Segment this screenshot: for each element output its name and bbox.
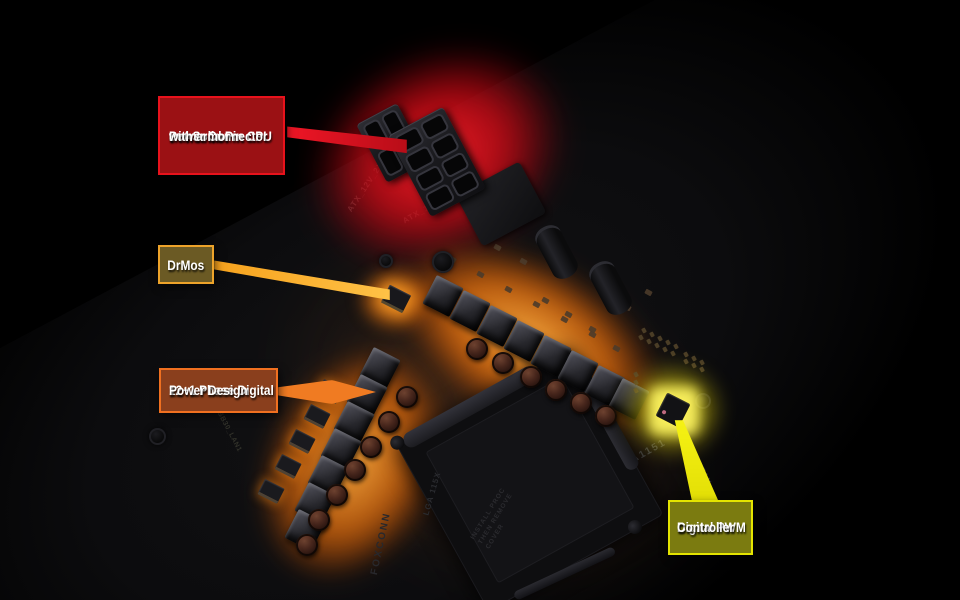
callout-drmos: DrMos (158, 245, 214, 284)
solid-capacitor (344, 459, 366, 481)
callout-text-line: Power Connector (169, 127, 268, 144)
solid-capacitor (308, 509, 330, 531)
pin-pad (691, 354, 697, 362)
solid-capacitor (378, 411, 400, 433)
solid-capacitor (466, 338, 488, 360)
solid-capacitor (570, 392, 592, 414)
pin-pad (670, 349, 676, 357)
pin-pad (673, 342, 679, 350)
solid-capacitor (360, 436, 382, 458)
mosfet-chip (303, 403, 331, 429)
smd-component (503, 285, 513, 293)
pin-pad (649, 330, 655, 338)
mosfet-chip (274, 453, 302, 479)
mosfet-chip (288, 428, 316, 454)
pin-pad (665, 338, 671, 346)
pin-pad (691, 361, 697, 369)
solid-capacitor (396, 386, 418, 408)
smd-component (611, 344, 621, 352)
callout-text-line: Controller (677, 519, 734, 535)
mosfet-chip (257, 478, 285, 504)
pin-pad (646, 337, 652, 345)
callout-text-line: DrMos (167, 256, 205, 273)
pin-pad (662, 345, 668, 353)
solid-capacitor (492, 352, 514, 374)
callout-cpu-power-connector: 8+4 Solid Pin CPU Power Connector with a… (158, 96, 285, 175)
smd-component (492, 243, 502, 251)
pin-pad (641, 326, 647, 334)
callout-text-line: Power Design (169, 382, 248, 398)
smd-component (540, 296, 550, 304)
solid-capacitor (545, 379, 567, 401)
pin-pad (633, 370, 639, 378)
pin-pad (638, 333, 644, 341)
pin-pad (683, 357, 689, 365)
pin-pad (699, 365, 705, 373)
pin-pad (657, 334, 663, 342)
callout-text-line: 8+4 Solid Pin CPU (169, 127, 272, 144)
smd-component (475, 270, 485, 278)
pin-pad (699, 358, 705, 366)
pin-pad (683, 350, 689, 358)
mounting-hole (432, 251, 454, 273)
solid-capacitor (595, 405, 617, 427)
callout-text-line: 12+1 Phase Digital (169, 382, 274, 398)
pin-pad (654, 341, 660, 349)
solid-capacitor (296, 534, 318, 556)
smd-component (518, 257, 528, 265)
callout-digital-pwm-controller: Digital PWM Controller (668, 500, 753, 555)
mounting-hole (149, 428, 166, 445)
solid-capacitor (326, 484, 348, 506)
smd-component (643, 288, 653, 296)
solid-capacitor (520, 366, 542, 388)
smd-component (531, 300, 541, 308)
callout-text-line: Digital PWM (677, 519, 746, 535)
callout-text-line: with armor (169, 127, 230, 144)
callout-phase-power-design: 12+1 Phase Digital Power Design (159, 368, 278, 413)
mounting-hole (379, 254, 393, 268)
